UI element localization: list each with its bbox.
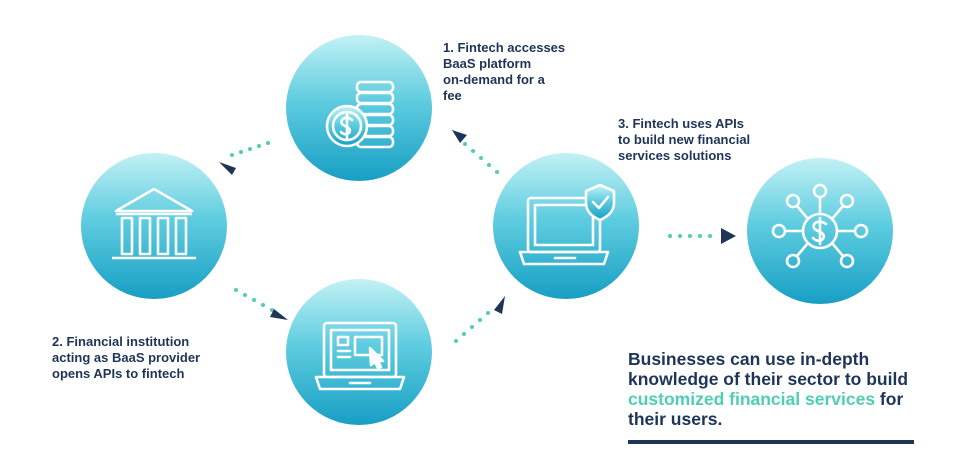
step-1-label: 1. Fintech accesses BaaS platform on-dem… bbox=[443, 40, 565, 104]
step-2-line-3: opens APIs to fintech bbox=[52, 366, 185, 381]
step-3-line-1: Fintech uses APIs bbox=[632, 116, 744, 131]
step-2-label: 2. Financial institution acting as BaaS … bbox=[52, 334, 200, 382]
step-2-number: 2. bbox=[52, 334, 63, 349]
connector-dots bbox=[230, 141, 712, 343]
caption-highlight: customized financial services bbox=[628, 389, 876, 409]
laptop-ui-icon bbox=[314, 321, 406, 391]
bank-circle bbox=[81, 153, 227, 299]
laptop-shield-circle bbox=[493, 153, 639, 299]
arrowhead-to-coins bbox=[452, 130, 467, 143]
arrowhead-to-laptop-ui bbox=[270, 309, 288, 320]
coins-circle bbox=[286, 35, 432, 181]
arrowhead-to-bank bbox=[219, 162, 236, 175]
step-1-line-2: BaaS platform bbox=[443, 56, 532, 71]
step-1-line-4: fee bbox=[443, 88, 462, 103]
dollar-network-icon bbox=[771, 183, 869, 269]
bank-icon bbox=[112, 187, 196, 260]
step-3-number: 3. bbox=[618, 116, 629, 131]
arrowhead-to-network bbox=[721, 228, 736, 244]
coin-stack-icon bbox=[325, 80, 395, 149]
step-1-number: 1. bbox=[443, 40, 454, 55]
caption-line-2: knowledge of their sector to build bbox=[628, 369, 909, 389]
step-2-line-1: Financial institution bbox=[66, 334, 190, 349]
step-3-line-3: services solutions bbox=[618, 148, 732, 163]
laptop-shield-icon bbox=[518, 183, 616, 266]
connector-arrows bbox=[219, 130, 736, 320]
arrowhead-to-laptop-shield bbox=[494, 296, 505, 314]
step-3-line-2: to build new financial bbox=[618, 132, 751, 147]
step-2-line-2: acting as BaaS provider bbox=[52, 350, 201, 365]
laptop-ui-circle bbox=[286, 279, 432, 425]
step-1-line-3: on-demand for a bbox=[443, 72, 545, 87]
caption-line-1: Businesses can use in-depth bbox=[628, 349, 870, 369]
caption-line-3-rest: for bbox=[875, 389, 904, 409]
summary-caption: Businesses can use in-depth knowledge of… bbox=[628, 349, 908, 429]
caption-line-4: their users. bbox=[628, 409, 723, 429]
caption-underline bbox=[628, 440, 914, 444]
step-1-line-1: Fintech accesses bbox=[457, 40, 566, 55]
step-3-label: 3. Fintech uses APIs to build new financ… bbox=[618, 116, 750, 164]
